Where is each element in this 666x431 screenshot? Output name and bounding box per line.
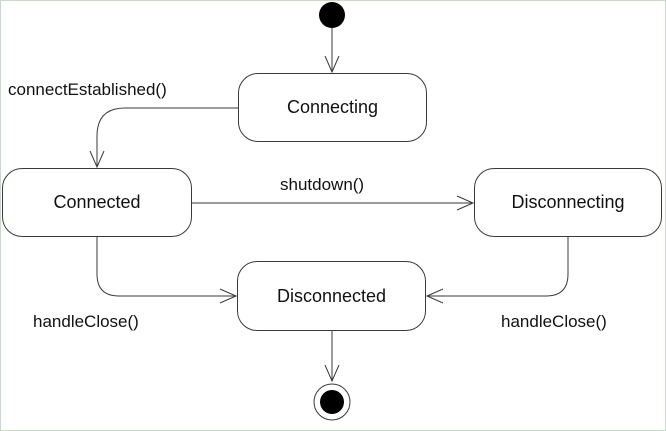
state-disconnected: Disconnected bbox=[237, 261, 426, 331]
state-disconnecting-label: Disconnecting bbox=[511, 192, 625, 212]
transition-label-connect-established: connectEstablished() bbox=[8, 80, 167, 99]
state-disconnected-label: Disconnected bbox=[276, 285, 387, 306]
transition-label-handle-close-disconnecting: handleClose() bbox=[501, 312, 607, 331]
state-connected-label: Connected bbox=[53, 192, 141, 212]
state-connecting: Connecting bbox=[238, 73, 427, 142]
transition-label-handle-close-connected: handleClose() bbox=[33, 312, 139, 331]
state-disconnecting: Disconnecting bbox=[474, 168, 662, 237]
transition-label-shutdown: shutdown() bbox=[280, 175, 365, 194]
state-connected: Connected bbox=[2, 168, 192, 237]
state-connecting-label: Connecting bbox=[286, 97, 379, 117]
